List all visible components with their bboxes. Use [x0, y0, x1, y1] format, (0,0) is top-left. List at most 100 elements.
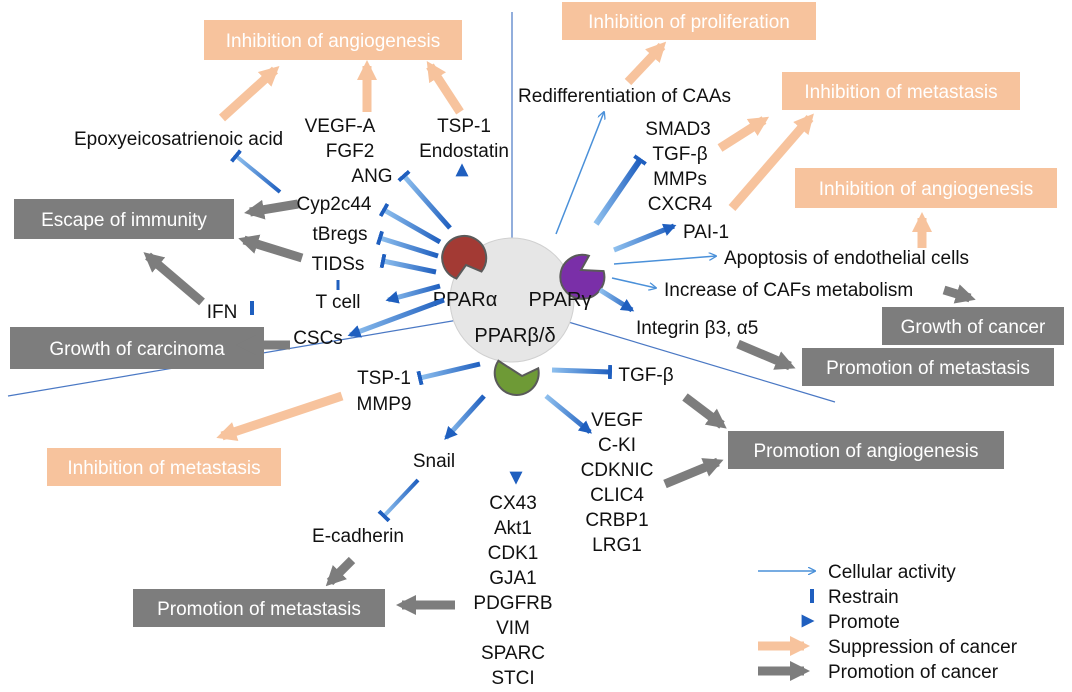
label-cxcr4: CXCR4: [648, 194, 713, 215]
box-promotion-metastasis-right: [802, 348, 1054, 386]
box-promotion-angiogenesis: [728, 431, 1004, 469]
label-stci: STCI: [491, 668, 534, 689]
ppar-gamma-icon: [559, 253, 606, 300]
alpha-targets: Epoxyeicosatrienoic acid VEGF-A FGF2 ANG…: [74, 116, 509, 349]
arrow-promotion: [942, 284, 976, 304]
box-growth-carcinoma-text: Growth of carcinoma: [49, 339, 225, 360]
gamma-targets: Redifferentiation of CAAs SMAD3 TGF-β MM…: [518, 86, 969, 339]
regulation-arrows: [230, 112, 716, 523]
label-cscs: CSCs: [293, 328, 343, 349]
box-inhibition-metastasis-right: [782, 72, 1020, 110]
label-integrin: Integrin β3, α5: [636, 318, 758, 339]
ppar-beta-delta-icon: [493, 359, 540, 396]
legend-promotion-label: Promotion of cancer: [828, 662, 999, 683]
arrow-promotion: [244, 199, 299, 220]
label-tsp-1-beta: TSP-1: [357, 368, 411, 389]
beta-targets: TSP-1 MMP9 TGF-β Snail E-cadherin VEGF C…: [312, 365, 674, 689]
arrow-promotion: [736, 339, 796, 371]
legend-suppression-label: Suppression of cancer: [828, 637, 1018, 658]
label-tidss: TIDSs: [312, 254, 365, 275]
box-promotion-metastasis-right-text: Promotion of metastasis: [826, 358, 1030, 379]
box-growth-cancer: [882, 307, 1064, 345]
box-inhibition-metastasis-left: [47, 448, 281, 486]
arrow-promotion: [143, 252, 205, 306]
label-ang: ANG: [351, 166, 392, 187]
restrain-arrow: [551, 364, 613, 380]
cellular-activity-arrow: [611, 277, 656, 288]
label-cdk1: CDK1: [488, 543, 539, 564]
label-tgf-beta-gamma: TGF-β: [652, 144, 707, 165]
arrow-suppression: [624, 41, 667, 86]
box-inhibition-metastasis-left-text: Inhibition of metastasis: [67, 458, 260, 479]
label-akt1: Akt1: [494, 518, 532, 539]
label-sparc: SPARC: [481, 643, 545, 664]
promote-arrow: [613, 223, 677, 253]
label-cyp2c44: Cyp2c44: [297, 194, 372, 215]
arrow-promotion: [325, 556, 356, 587]
box-escape-immunity: [14, 199, 234, 239]
promote-arrow: [544, 394, 593, 434]
box-inhibition-angiogenesis-right: [795, 168, 1057, 208]
arrow-suppression: [717, 116, 770, 152]
label-apoptosis-endothelial: Apoptosis of endothelial cells: [724, 248, 969, 269]
label-smad3: SMAD3: [645, 119, 710, 140]
cellular-activity-arrow: [613, 256, 716, 265]
legend-promote-label: Promote: [828, 612, 900, 633]
label-cafs-metabolism: Increase of CAFs metabolism: [664, 280, 913, 301]
ppar-alpha-icon: [441, 234, 488, 280]
cellular-activity-arrow: [555, 112, 604, 235]
label-endostatin: Endostatin: [419, 141, 509, 162]
box-escape-immunity-text: Escape of immunity: [41, 210, 207, 231]
arrow-promotion: [663, 457, 724, 489]
restrain-arrow: [376, 230, 439, 259]
box-promotion-angiogenesis-text: Promotion of angiogenesis: [754, 441, 979, 462]
arrow-promotion: [682, 393, 727, 429]
label-snail: Snail: [413, 451, 455, 472]
label-vim: VIM: [496, 618, 530, 639]
restrain-arrow: [379, 253, 437, 275]
legend: Cellular activity Restrain Promote Suppr…: [758, 562, 1018, 683]
restrain-arrow: [377, 478, 420, 523]
label-mmps: MMPs: [653, 169, 707, 190]
legend-restrain-label: Restrain: [828, 587, 899, 608]
restrain-arrow: [593, 154, 647, 226]
box-growth-cancer-text: Growth of cancer: [901, 317, 1046, 338]
promote-arrow: [598, 287, 635, 313]
box-inhibition-metastasis-right-text: Inhibition of metastasis: [804, 82, 997, 103]
label-t-cell: T cell: [315, 292, 360, 313]
label-tbregs: tBregs: [313, 224, 368, 245]
ppar-gamma-label: PPARγ: [529, 289, 592, 311]
arrow-suppression: [216, 391, 344, 442]
label-cdknic: CDKNIC: [581, 460, 654, 481]
label-clic4: CLIC4: [590, 485, 644, 506]
label-tgf-beta-beta: TGF-β: [618, 365, 673, 386]
arrow-suppression: [426, 60, 464, 115]
label-vegf: VEGF: [591, 410, 643, 431]
box-inhibition-angiogenesis-top: [204, 20, 462, 60]
promote-arrow: [347, 297, 445, 338]
box-inhibition-proliferation-text: Inhibition of proliferation: [588, 12, 790, 33]
label-cx43: CX43: [489, 493, 537, 514]
box-promotion-metastasis-bottom-text: Promotion of metastasis: [157, 599, 361, 620]
label-lrg1: LRG1: [592, 535, 642, 556]
label-e-cadherin: E-cadherin: [312, 526, 404, 547]
arrow-suppression: [218, 65, 280, 122]
legend-cellular-activity-label: Cellular activity: [828, 562, 956, 583]
outcome-arrows: [143, 41, 976, 615]
arrow-suppression: [728, 113, 814, 211]
label-crbp1: CRBP1: [585, 510, 648, 531]
label-c-ki: C-KI: [598, 435, 636, 456]
box-inhibition-angiogenesis-right-text: Inhibition of angiogenesis: [819, 179, 1033, 200]
label-tsp-1-alpha: TSP-1: [437, 116, 491, 137]
label-vegf-a: VEGF-A: [305, 116, 376, 137]
restrain-arrow: [378, 202, 442, 245]
restrain-arrow: [416, 361, 481, 386]
ppar-beta-delta-label: PPARβ/δ: [474, 325, 555, 347]
restrain-arrow: [230, 149, 282, 194]
ppar-alpha-label: PPARα: [433, 289, 498, 311]
label-gja1: GJA1: [489, 568, 537, 589]
promote-arrow: [385, 283, 441, 304]
divider-right: [554, 317, 836, 403]
